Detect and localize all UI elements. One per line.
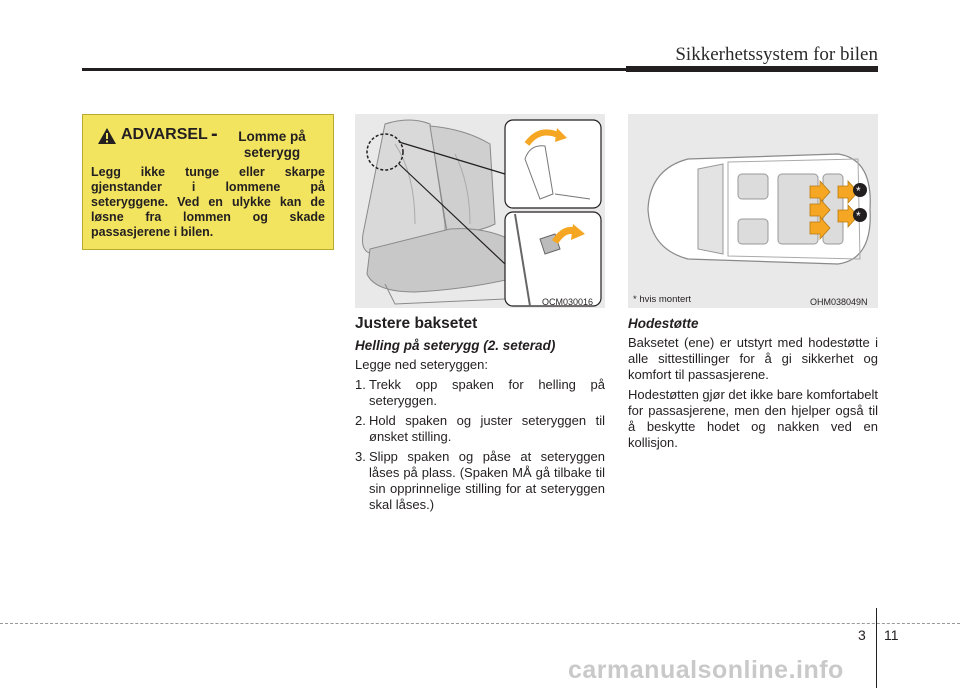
- section-subheading: Helling på seterygg (2. seterad): [355, 338, 556, 353]
- optional-marker-1: [853, 183, 867, 197]
- headrest-section: Hodestøtte Baksetet (ene) er utstyrt med…: [628, 316, 878, 455]
- headrest-arrows: [809, 179, 859, 241]
- list-item: 3. Slipp spaken og påse at seteryggen lå…: [355, 449, 605, 513]
- header-title: Sikkerhetssystem for bilen: [675, 44, 878, 65]
- list-item: 1. Trekk opp spaken for helling på seter…: [355, 377, 605, 409]
- chapter-number: 3: [858, 627, 866, 643]
- seat-figure-code: OCM030016: [542, 297, 594, 307]
- warning-box: ADVARSEL - Lomme på seterygg Legg ikke t…: [82, 114, 334, 250]
- list-item-text: Slipp spaken og påse at seteryggen låses…: [369, 449, 605, 512]
- warning-label: ADVARSEL: [121, 126, 208, 143]
- page-number: 11: [884, 627, 899, 643]
- list-item-number: 2.: [355, 413, 366, 428]
- svg-text:*: *: [856, 184, 861, 198]
- footer-rule: [0, 623, 960, 624]
- warning-topic-line1: Lomme på: [238, 129, 306, 144]
- warning-triangle-icon: [98, 128, 116, 144]
- warning-topic-line2: seterygg: [243, 145, 301, 160]
- car-drawing: * *: [647, 153, 871, 265]
- warning-dash: -: [211, 123, 218, 145]
- car-figure-code: OHM038049N: [810, 297, 868, 307]
- warning-text: Legg ikke tunge eller skarpe gjenstander…: [91, 165, 325, 239]
- headrest-paragraph-2: Hodestøtten gjør det ikke bare komfortab…: [628, 387, 879, 450]
- watermark: carmanualsonline.info: [568, 656, 844, 684]
- header-rule: [82, 68, 878, 71]
- svg-text:*: *: [856, 209, 861, 223]
- car-figure-note: * hvis montert: [633, 294, 692, 305]
- seat-illustration: [355, 114, 605, 308]
- seat-adjust-section: Justere baksetet Helling på seterygg (2.…: [355, 316, 605, 517]
- callout-circle: [366, 133, 404, 171]
- warning-topic: Lomme på seterygg: [227, 129, 317, 161]
- list-item-number: 1.: [355, 377, 366, 392]
- inset-bottom: [504, 211, 602, 307]
- headrest-paragraph-1: Baksetet (ene) er utstyrt med hodestøtte…: [628, 335, 878, 382]
- list-item: 2. Hold spaken og juster seteryggen til …: [355, 413, 605, 445]
- seat-drawing: [362, 119, 602, 307]
- list-item-text: Hold spaken og juster seteryggen til øns…: [369, 413, 605, 444]
- optional-marker-2: [853, 208, 867, 222]
- section-intro: Legge ned seteryggen:: [355, 357, 488, 372]
- list-item-text: Trekk opp spaken for helling på seterygg…: [369, 377, 605, 408]
- footer-divider: [876, 608, 877, 688]
- header-rule-accent: [626, 66, 878, 72]
- section-heading: Justere baksetet: [355, 315, 478, 332]
- headrest-subheading: Hodestøtte: [628, 316, 699, 331]
- list-item-number: 3.: [355, 449, 366, 464]
- car-illustration: * *: [628, 114, 878, 308]
